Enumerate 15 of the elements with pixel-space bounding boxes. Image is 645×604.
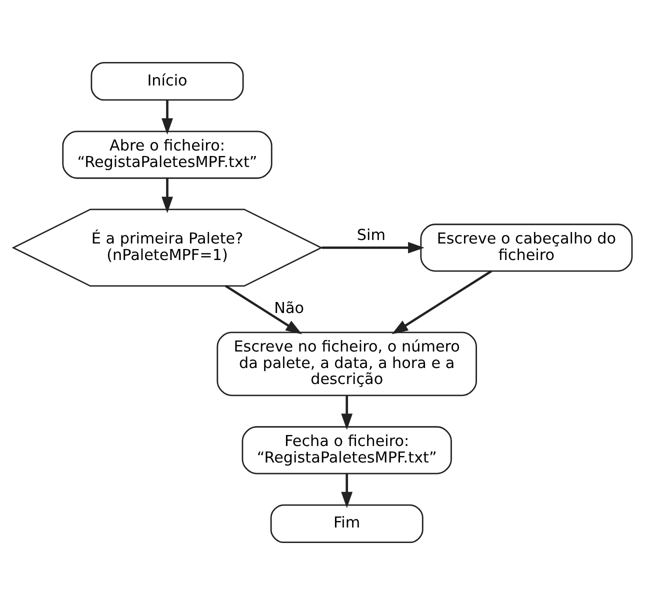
node-box: Abre o ficheiro: “RegistaPaletesMPF.txt” (62, 130, 272, 178)
edge-label: Sim (356, 225, 386, 244)
arrow (162, 100, 173, 134)
node-box: Fecha o ficheiro: “RegistaPaletesMPF.txt” (242, 426, 452, 474)
arrow (392, 270, 492, 334)
node-box: Fim (270, 504, 424, 543)
arrow (341, 395, 353, 430)
arrow (341, 473, 353, 508)
node-box: Escreve no ficheiro, o número da palete, a data, a hora e a descrição (216, 331, 477, 396)
arrow (162, 178, 173, 213)
edge-label: Não (274, 298, 304, 317)
node-box: Escreve o cabeçalho do ficheiro (420, 223, 633, 272)
arrow (322, 241, 424, 253)
node-box: Início (90, 61, 244, 100)
arrow (224, 284, 302, 334)
